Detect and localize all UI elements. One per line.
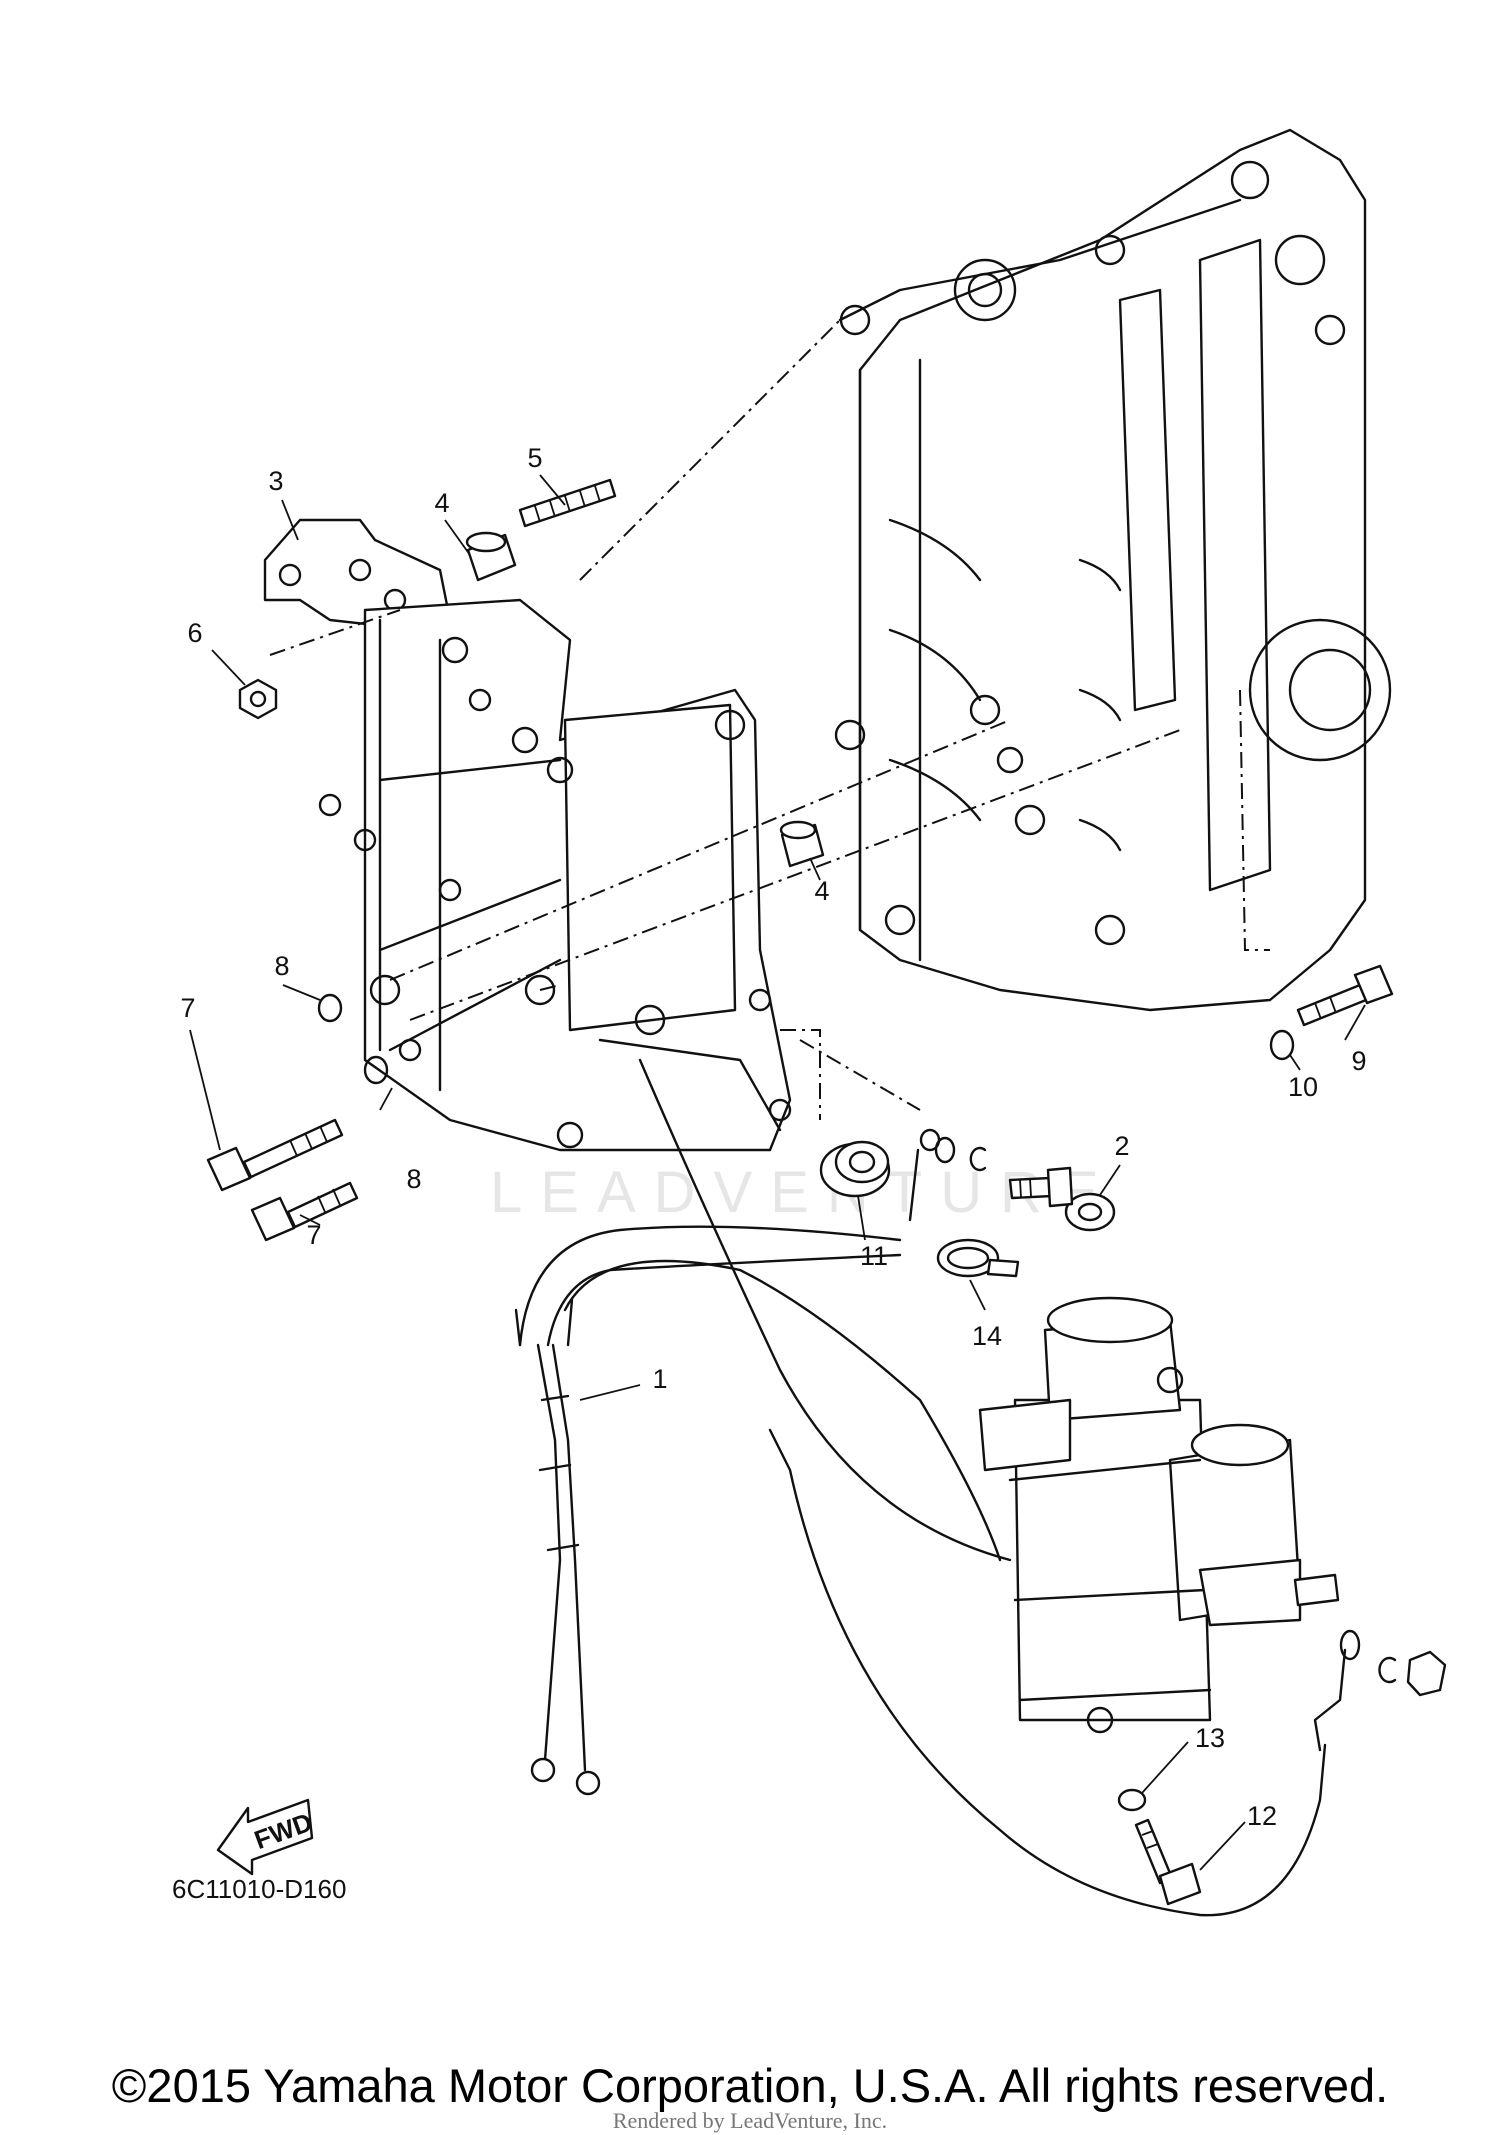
bracket-holes (318, 636, 792, 1149)
collar-4-top (465, 531, 517, 582)
callout-9: 9 (1351, 1046, 1366, 1076)
collar-4-lower (779, 820, 825, 868)
callout-4-top: 4 (434, 488, 449, 518)
wire-harness (514, 1058, 1327, 1917)
callout-13: 13 (1195, 1723, 1225, 1753)
callout-6: 6 (187, 618, 202, 648)
callout-8-upper: 8 (274, 951, 289, 981)
washer-10 (1269, 1029, 1295, 1061)
bolt-9 (1296, 964, 1394, 1027)
alignment-lines (269, 319, 1270, 1120)
callout-2: 2 (1114, 1131, 1129, 1161)
engine-slots (888, 518, 1122, 852)
nut-6 (238, 678, 278, 720)
callout-10: 10 (1288, 1072, 1318, 1102)
callout-3: 3 (268, 466, 283, 496)
callout-5: 5 (527, 443, 542, 473)
clamp-14 (936, 1238, 1020, 1278)
grommet-2 (1064, 1192, 1116, 1232)
washer-8-lower (363, 1055, 389, 1085)
terminal-bolt (908, 1128, 1074, 1222)
callout-14: 14 (972, 1321, 1002, 1351)
bolt-7-lower (250, 1181, 359, 1242)
bolt-12 (1134, 1818, 1202, 1906)
leader-lines (189, 474, 1366, 1871)
callout-4-lower: 4 (814, 876, 829, 906)
engine-bosses (834, 160, 1392, 946)
starter-motor (978, 1296, 1447, 1752)
bolt-7-upper (206, 1118, 344, 1192)
callout-labels: 1 2 3 4 4 5 6 7 7 8 8 9 10 11 12 13 14 (180, 443, 1366, 1831)
grommet-11 (819, 1140, 891, 1198)
callout-8-lower: 8 (406, 1164, 421, 1194)
callout-7-lower: 7 (306, 1220, 321, 1250)
fwd-direction-badge: FWD (216, 1798, 316, 1876)
callout-1: 1 (652, 1364, 667, 1394)
washer-8-upper (317, 993, 343, 1023)
electrical-bracket (318, 598, 792, 1152)
callout-7-upper: 7 (180, 993, 195, 1023)
diagram-code: 6C11010-D160 (172, 1874, 346, 1904)
callout-12: 12 (1247, 1801, 1277, 1831)
callout-11: 11 (860, 1241, 888, 1271)
washer-13 (1117, 1788, 1147, 1812)
engine-block (834, 128, 1392, 1012)
watermark-text: LEADVENTURE (490, 1160, 1117, 1225)
rendered-by-text: Rendered by LeadVenture, Inc. (612, 2108, 888, 2133)
stud-5 (518, 478, 617, 528)
copyright-text: ©2015 Yamaha Motor Corporation, U.S.A. A… (111, 2059, 1389, 2112)
